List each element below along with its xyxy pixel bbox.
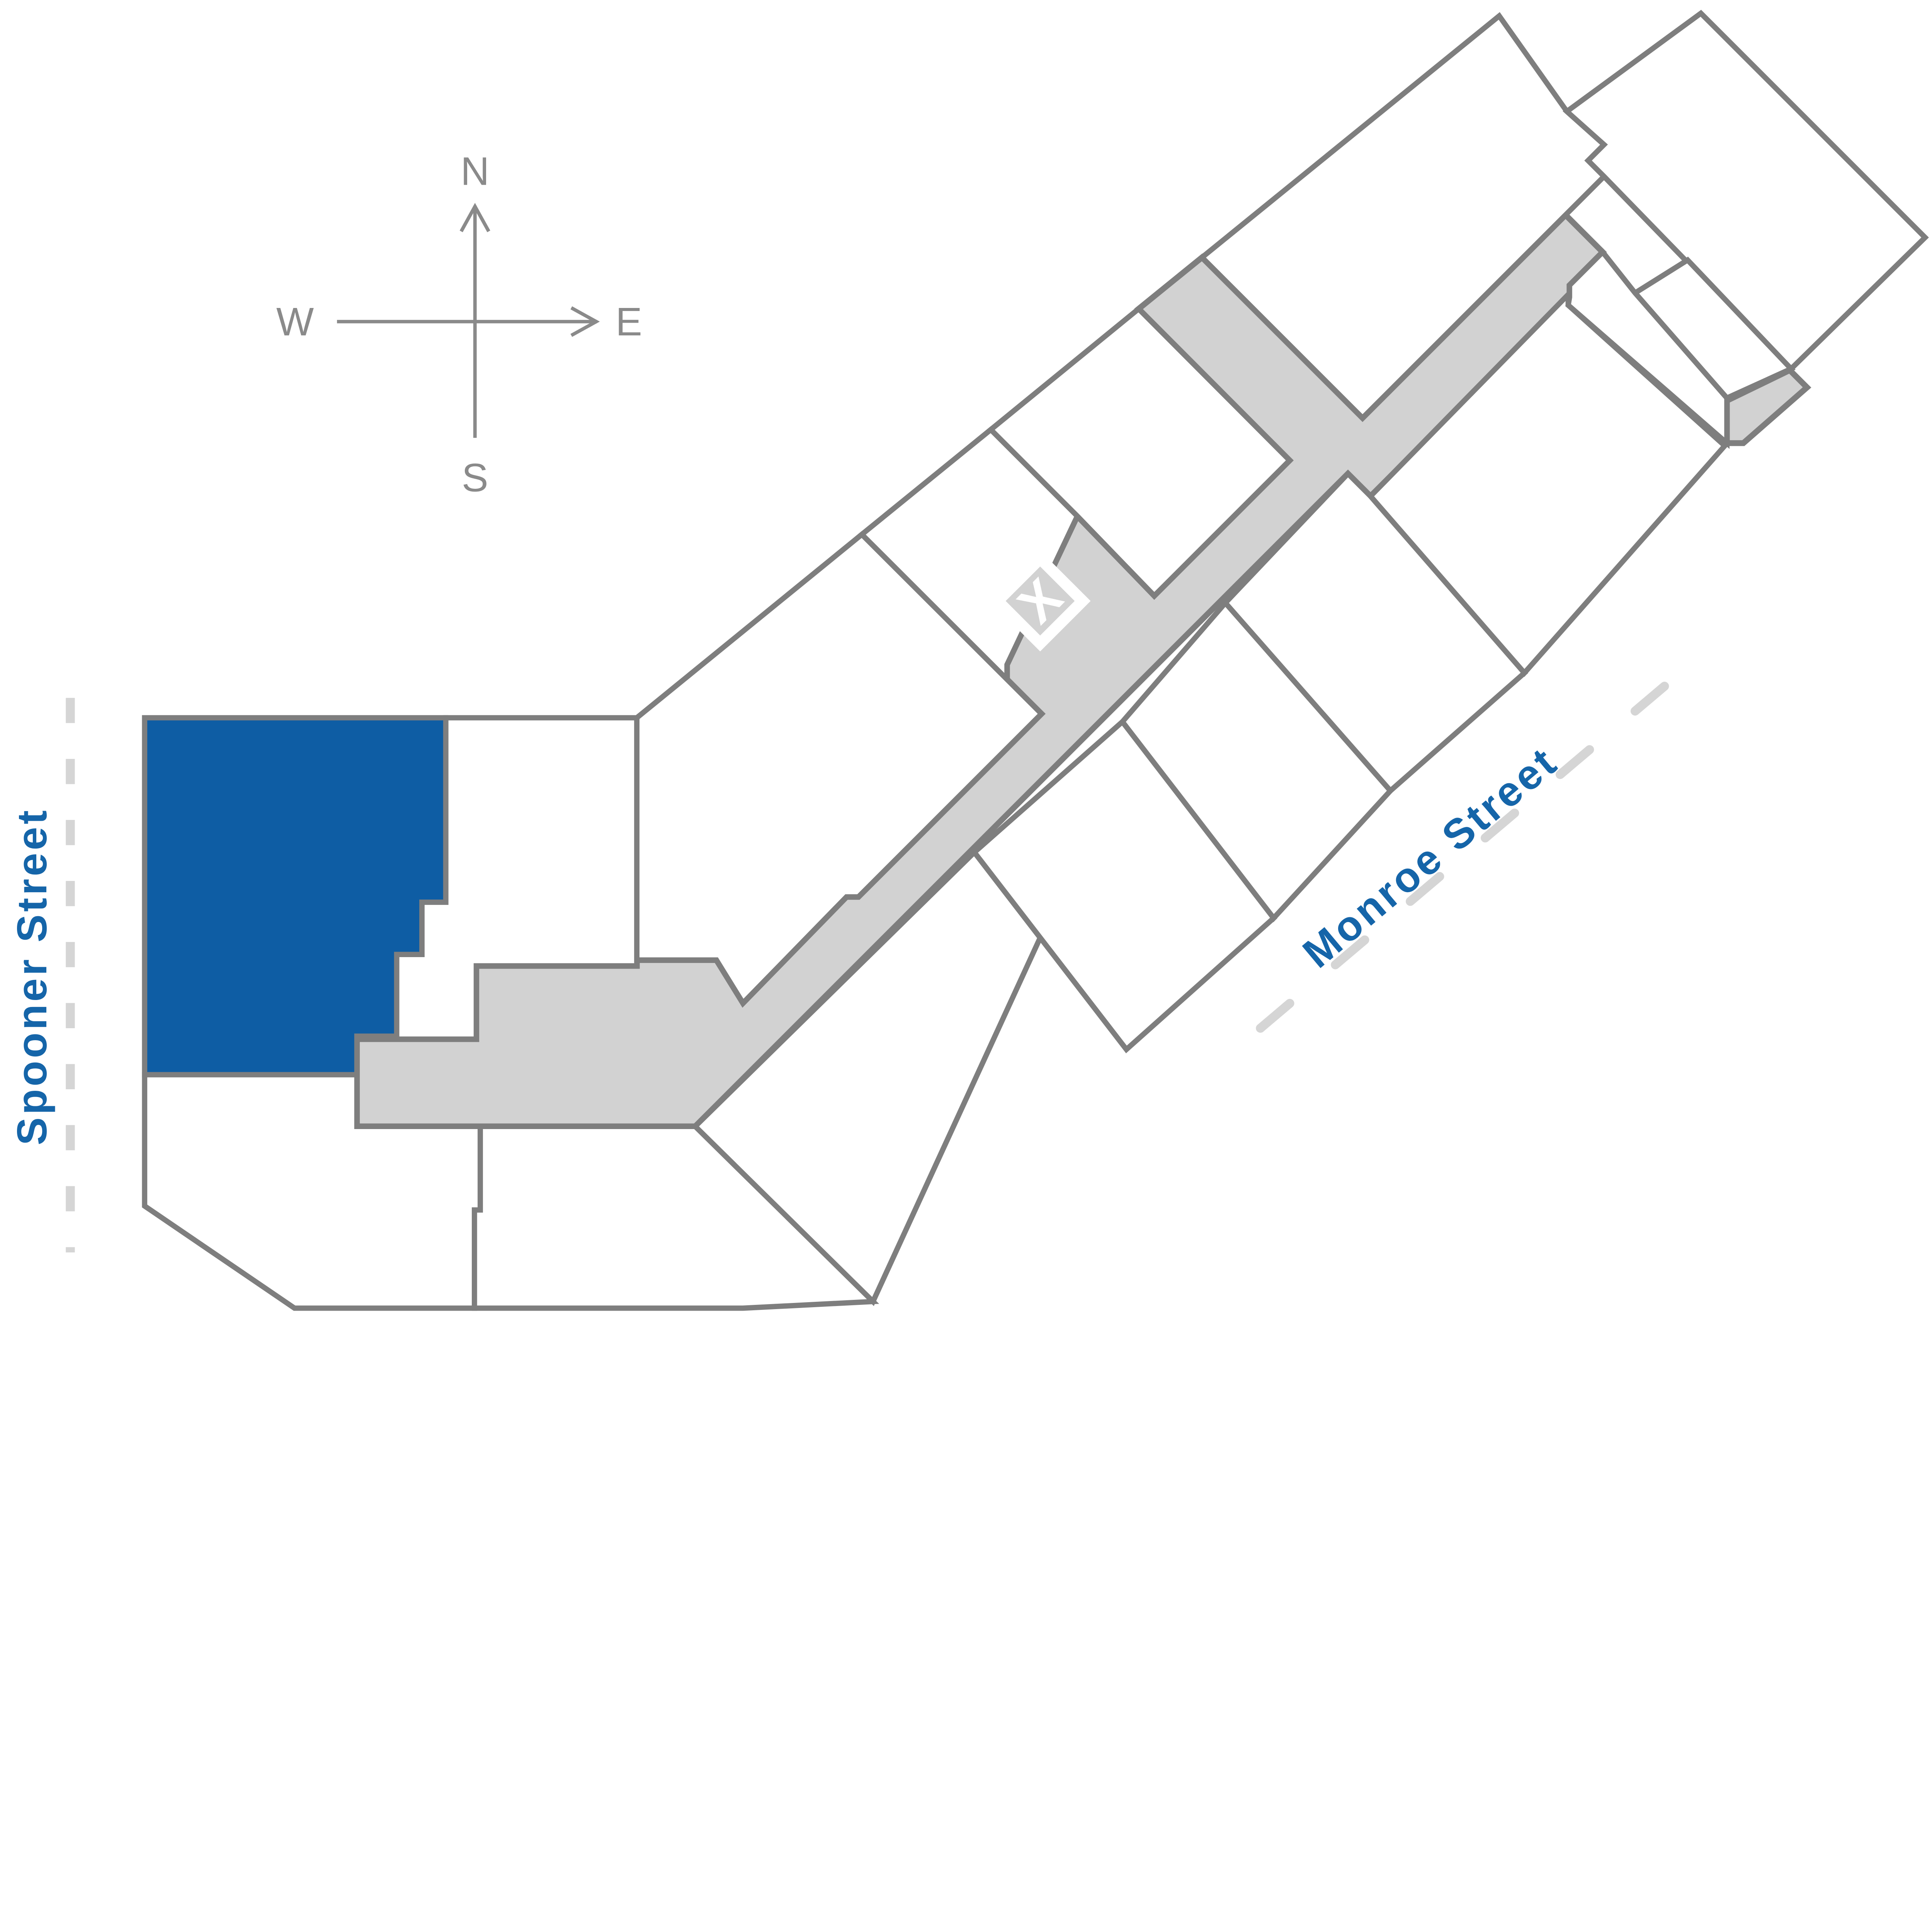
compass-label-north: N xyxy=(461,149,489,193)
compass-north-arrowhead xyxy=(459,203,490,232)
site-plan-map: X N S W E Spooner Street Monroe Street xyxy=(8,10,1929,1311)
compass-label-east: E xyxy=(616,299,642,344)
site-plan: X N S W E Spooner Street Monroe Street xyxy=(8,10,1929,1311)
unit-se-row-6[interactable] xyxy=(1565,248,1730,449)
unit-bottom-center[interactable] xyxy=(471,1124,879,1311)
compass-label-west: W xyxy=(276,299,314,344)
spooner-street-label: Spooner Street xyxy=(9,808,55,1145)
compass-label-south: S xyxy=(462,456,488,500)
units xyxy=(142,10,1929,1311)
unit-nw-row-3[interactable] xyxy=(986,305,1294,600)
highlighted-unit[interactable] xyxy=(142,715,449,1078)
compass-east-arrowhead xyxy=(570,306,600,337)
compass-icon: N S W E xyxy=(276,149,642,500)
x-marker[interactable]: X xyxy=(990,550,1091,651)
